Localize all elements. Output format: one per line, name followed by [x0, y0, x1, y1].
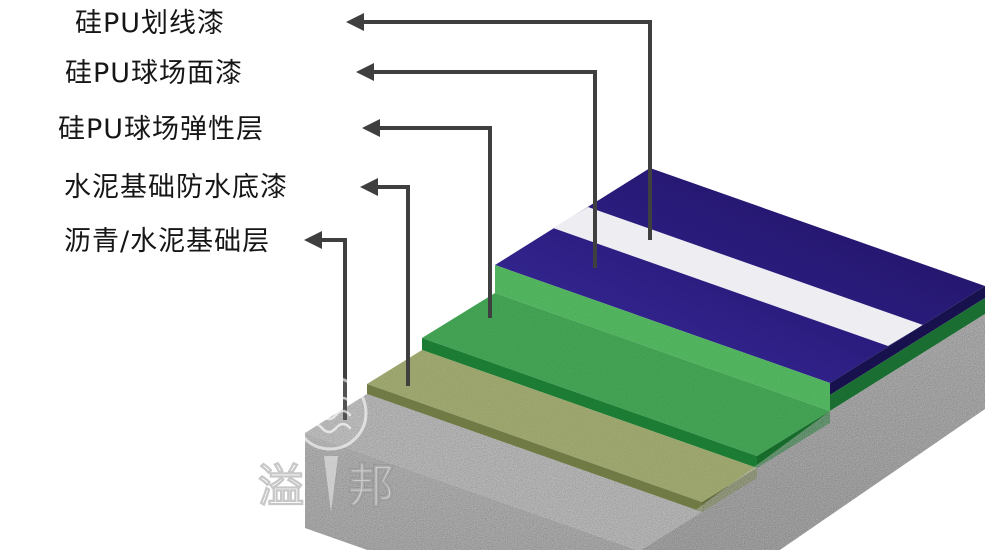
- leader-line-elastic-layer: [380, 126, 492, 318]
- elastic-layer-lower-edge: [422, 338, 757, 468]
- leader-line-surface-paint: [374, 70, 597, 268]
- arrowhead-elastic-layer: [362, 119, 380, 137]
- layer-label-elastic-layer: 硅PU球场弹性层: [58, 114, 265, 145]
- watermark-logo: 溢邦: [258, 375, 438, 513]
- watermark-wave-icon: [306, 396, 352, 434]
- leader-line-primer: [378, 185, 410, 386]
- line-marking-stripe: [553, 207, 923, 346]
- arrowhead-surface-paint: [356, 63, 374, 81]
- watermark-text: 溢邦: [258, 459, 438, 513]
- leader-line-base: [322, 238, 347, 420]
- layer-label-line-paint: 硅PU划线漆: [75, 8, 226, 39]
- arrowhead-line-paint: [346, 13, 364, 31]
- leader-lines: [322, 20, 652, 420]
- layer-label-base: 沥青/水泥基础层: [64, 226, 271, 257]
- surface-paint-edge-face: [830, 286, 985, 395]
- watermark-pointer-mark: [324, 456, 338, 512]
- arrowhead-primer: [360, 178, 378, 196]
- watermark-circle: [292, 375, 368, 451]
- leader-arrowheads: [304, 13, 380, 249]
- arrowhead-base: [304, 231, 322, 249]
- leader-line-line-paint: [362, 20, 652, 240]
- primer-layer-front-edge: [367, 384, 702, 512]
- elastic-layer-right-edge: [830, 298, 985, 411]
- layer-label-primer: 水泥基础防水底漆: [64, 172, 288, 203]
- layer-label-surface-paint: 硅PU球场面漆: [65, 58, 244, 89]
